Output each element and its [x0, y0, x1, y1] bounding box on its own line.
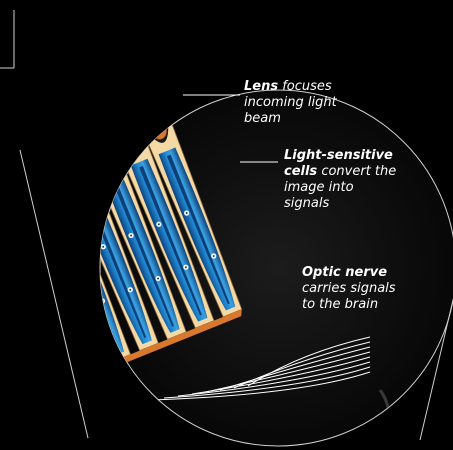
nerve-label: Optic nerve carries signals to the brain — [302, 265, 402, 313]
lens-label-term: Lens — [244, 79, 278, 94]
lens-label: Lens focuses incoming light beam — [244, 79, 364, 127]
nerve-label-text: carries signals to the brain — [302, 281, 396, 312]
nerve-label-term: Optic nerve — [302, 265, 387, 280]
cells-label: Light-sensitive cells convert the image … — [284, 148, 399, 212]
